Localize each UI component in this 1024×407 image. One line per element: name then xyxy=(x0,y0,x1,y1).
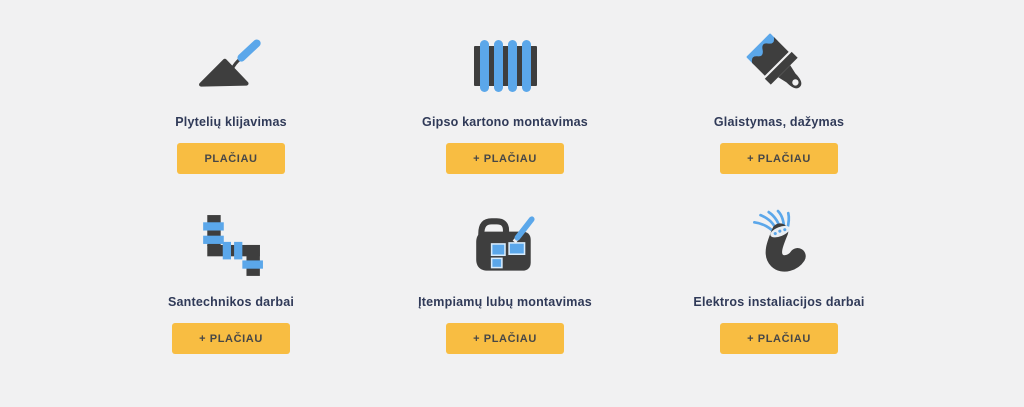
cable-wires-icon xyxy=(744,200,814,291)
service-card-glaistymas-dazymas: Glaistymas, dažymas + PLAČIAU xyxy=(642,20,916,174)
pipes-icon xyxy=(198,200,264,291)
placiau-button[interactable]: PLAČIAU xyxy=(177,143,285,174)
placiau-button[interactable]: + PLAČIAU xyxy=(720,143,838,174)
paintbrush-icon xyxy=(741,20,817,111)
service-title: Įtempiamų lubų montavimas xyxy=(418,295,592,310)
service-card-santechnikos-darbai: Santechnikos darbai + PLAČIAU xyxy=(94,200,368,354)
service-title: Santechnikos darbai xyxy=(167,295,295,310)
placiau-button[interactable]: + PLAČIAU xyxy=(172,323,290,354)
drywall-panel-icon xyxy=(472,20,539,111)
service-card-gipso-kartono: Gipso kartono montavimas + PLAČIAU xyxy=(368,20,642,174)
services-grid: Plytelių klijavimas PLAČIAU Gipso karton… xyxy=(94,20,916,354)
trowel-icon xyxy=(198,20,264,111)
placiau-button[interactable]: + PLAČIAU xyxy=(720,323,838,354)
service-card-itempiamu-lubu: Įtempiamų lubų montavimas + PLAČIAU xyxy=(368,200,642,354)
service-title: Glaistymas, dažymas xyxy=(713,115,845,130)
placiau-button[interactable]: + PLAČIAU xyxy=(446,323,564,354)
service-title: Plytelių klijavimas xyxy=(175,115,287,130)
service-title: Elektros instaliacijos darbai xyxy=(693,295,865,310)
placiau-button[interactable]: + PLAČIAU xyxy=(446,143,564,174)
service-card-plyteliu-klijavimas: Plytelių klijavimas PLAČIAU xyxy=(94,20,368,174)
blueprint-pencil-icon xyxy=(469,200,541,291)
service-card-elektros-instaliacijos: Elektros instaliacijos darbai + PLAČIAU xyxy=(642,200,916,354)
service-title: Gipso kartono montavimas xyxy=(422,115,588,130)
